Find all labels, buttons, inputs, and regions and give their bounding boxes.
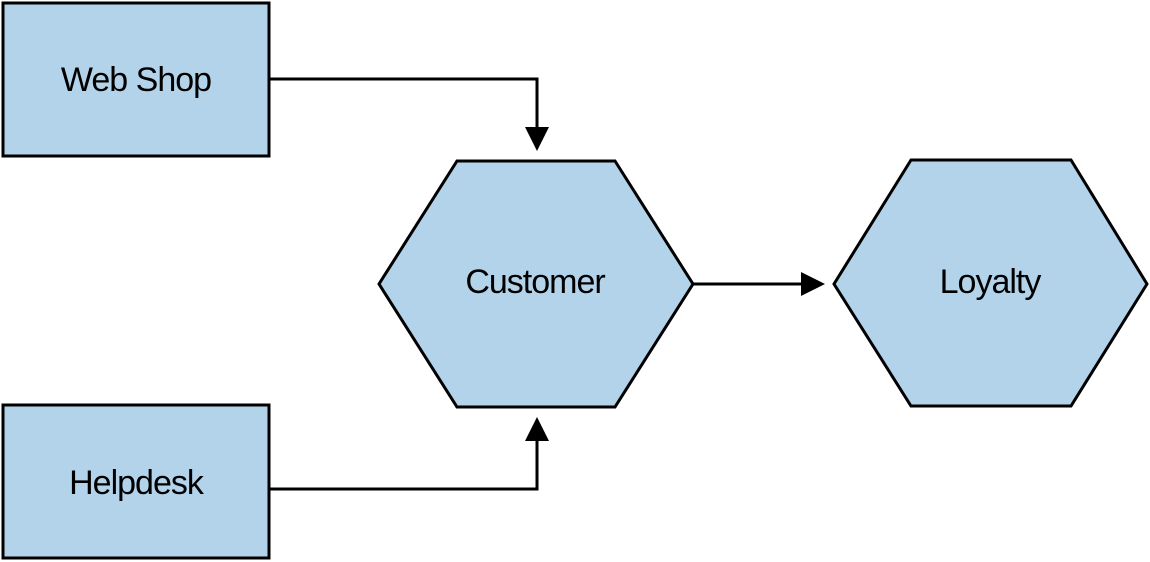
node-web-shop: Web Shop xyxy=(1,1,271,158)
customer-hexagon xyxy=(377,159,695,409)
loyalty-hexagon xyxy=(832,158,1149,408)
helpdesk-label: Helpdesk xyxy=(69,464,205,502)
helpdesk-box xyxy=(1,403,271,560)
loyalty-label: Loyalty xyxy=(940,263,1042,301)
node-loyalty: Loyalty xyxy=(832,158,1149,408)
edges xyxy=(270,77,825,491)
web-shop-box xyxy=(1,1,271,158)
web-shop-label: Web Shop xyxy=(61,61,211,99)
edge-helpdesk-to-customer xyxy=(270,417,549,491)
node-customer: Customer xyxy=(377,159,695,409)
edge-web-shop-to-customer xyxy=(270,77,549,151)
customer-label: Customer xyxy=(465,263,605,301)
node-helpdesk: Helpdesk xyxy=(1,403,271,560)
